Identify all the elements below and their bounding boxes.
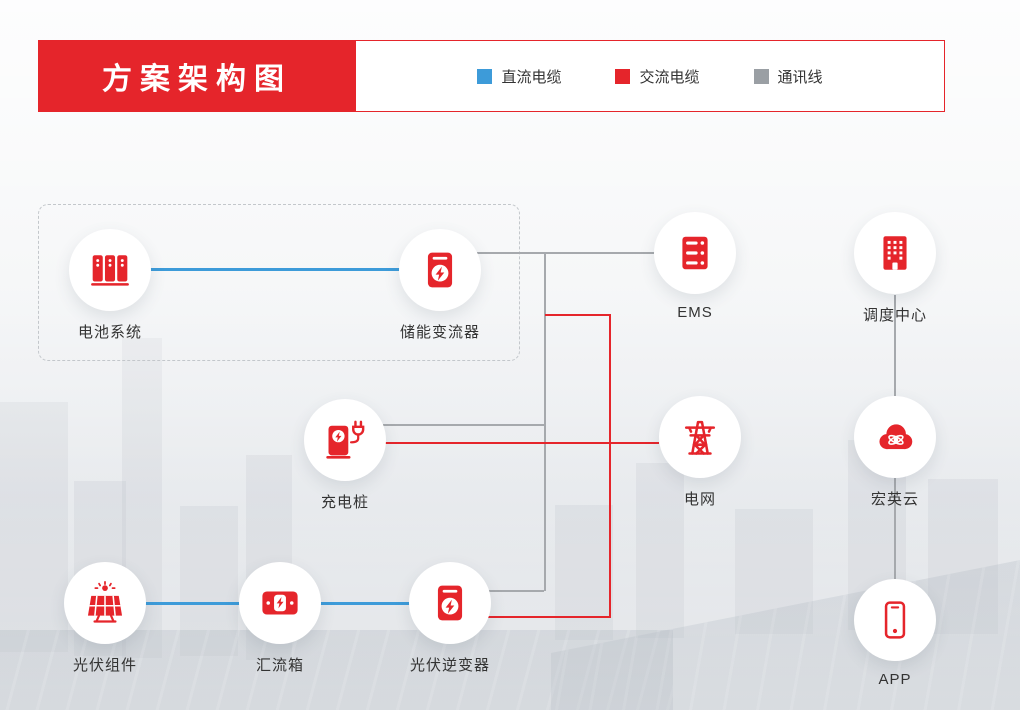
dc-line-pv-to-combiner (144, 602, 241, 605)
comm-line-dispatch-to-cloud (894, 295, 896, 396)
solar-panel-icon (64, 562, 146, 644)
comm-line-cloud-to-app (894, 478, 896, 579)
ac-line-charger-to-grid (383, 442, 659, 444)
node-label: 充电桩 (320, 494, 369, 511)
blue-square-swatch (477, 68, 493, 84)
node-battery: 电池系统 (35, 229, 185, 342)
node-label: 调度中心 (862, 307, 927, 324)
transmission-tower-icon (659, 396, 741, 478)
gray-square-swatch (753, 68, 769, 84)
node-label: 光伏组件 (72, 657, 137, 674)
combiner-box-icon (239, 562, 321, 644)
node-grid: 电网 (625, 396, 775, 509)
node-dispatch: 调度中心 (820, 212, 970, 325)
red-square-swatch (615, 68, 631, 84)
node-label: EMS (677, 304, 713, 321)
node-label: 光伏逆变器 (409, 657, 490, 674)
node-pcs: 储能变流器 (365, 229, 515, 342)
ac-line-inverter-branch (488, 616, 609, 618)
node-label: 电池系统 (77, 324, 142, 341)
node-pv: 光伏组件 (30, 562, 180, 675)
node-label: APP (878, 671, 912, 688)
server-icon (654, 212, 736, 294)
node-cloud: 宏英云 (820, 396, 970, 509)
comm-line-pcs-to-ems (477, 252, 656, 254)
node-combiner: 汇流箱 (205, 562, 355, 675)
legend-item-comm: 通讯线 (753, 66, 823, 87)
page-title: 方案架构图 (102, 63, 292, 96)
legend: 直流电缆 交流电缆 通讯线 (356, 66, 944, 87)
node-charger: 充电桩 (270, 399, 420, 512)
ev-charger-icon (304, 399, 386, 481)
cloud-icon (854, 396, 936, 478)
node-label: 储能变流器 (399, 324, 480, 341)
title-block: 方案架构图 (38, 40, 356, 112)
dc-line-combiner-to-inverter (319, 602, 411, 605)
legend-item-ac: 交流电缆 (615, 66, 700, 87)
header-bar: 方案架构图 直流电缆 交流电缆 通讯线 (38, 40, 945, 112)
converter-icon (399, 229, 481, 311)
ac-line-pcs-branch (545, 314, 609, 316)
dc-line-battery-to-pcs (149, 268, 401, 271)
legend-label: 直流电缆 (501, 68, 562, 86)
node-label: 电网 (683, 491, 716, 508)
storage-group-outline (38, 204, 520, 361)
comm-trunk-vertical (544, 252, 546, 591)
comm-line-to-charger (383, 424, 544, 426)
ac-trunk-vertical (609, 314, 611, 618)
legend-label: 交流电缆 (639, 68, 700, 86)
node-label: 汇流箱 (255, 657, 304, 674)
legend-item-dc: 直流电缆 (477, 66, 561, 87)
battery-cabinet-icon (69, 229, 151, 311)
node-ems: EMS (620, 212, 770, 321)
phone-icon (854, 579, 936, 661)
node-label: 宏英云 (870, 491, 919, 508)
node-inverter: 光伏逆变器 (375, 562, 525, 675)
legend-label: 通讯线 (777, 68, 823, 86)
node-app: APP (820, 579, 970, 688)
converter-icon (409, 562, 491, 644)
building-icon (854, 212, 936, 294)
comm-line-to-inverter (488, 590, 544, 592)
